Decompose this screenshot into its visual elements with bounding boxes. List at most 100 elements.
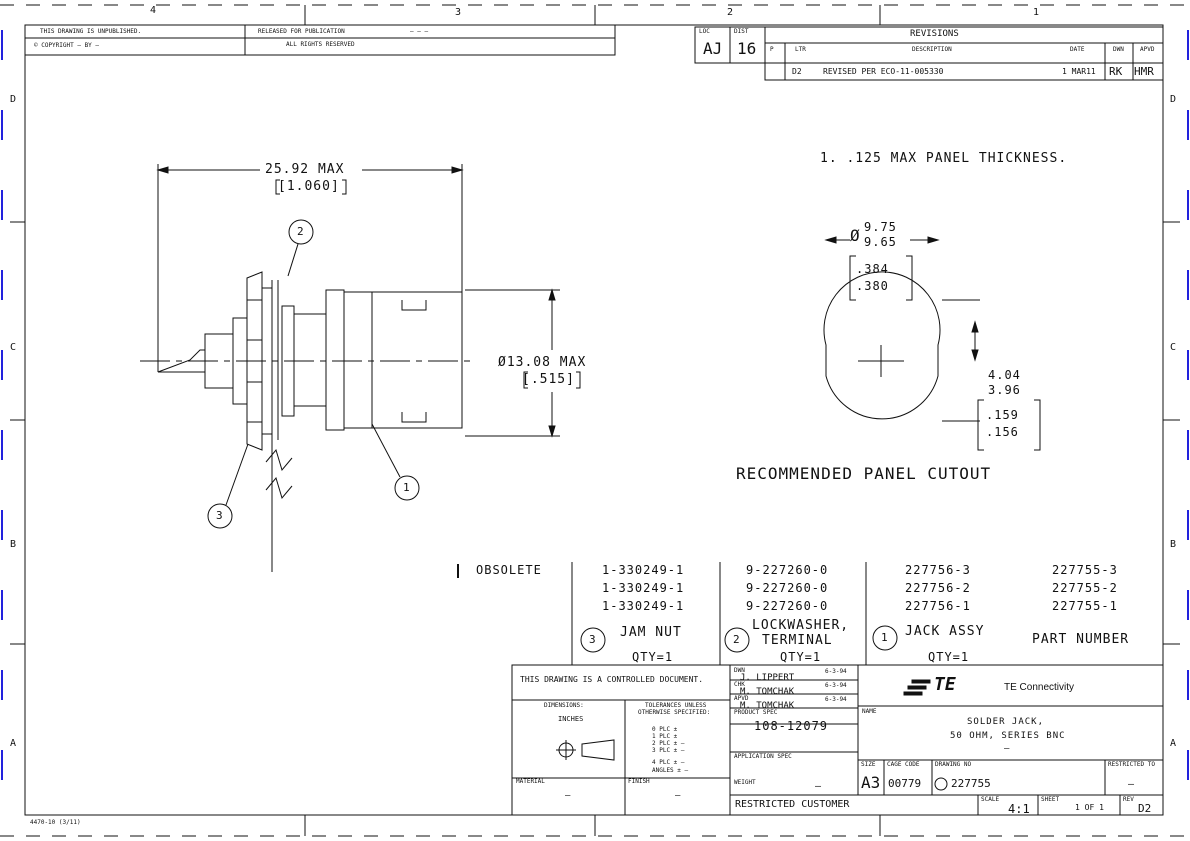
restricted-to-value: –: [1128, 779, 1135, 790]
name-line-3: –: [1004, 744, 1010, 754]
tol-row: 0 PLC ±: [652, 726, 678, 733]
bom-item2-qty: QTY=1: [780, 650, 822, 664]
flat-in-top: .159: [986, 408, 1019, 422]
material-value: –: [565, 791, 571, 801]
restricted-customer: RESTRICTED CUSTOMER: [735, 799, 850, 810]
dwn-label: DWN: [734, 667, 745, 674]
rev-label: REV: [1123, 796, 1134, 803]
name-line-1: SOLDER JACK,: [967, 717, 1045, 727]
zone-row-c-left: C: [10, 342, 17, 353]
product-spec-label: PRODUCT SPEC: [734, 709, 778, 716]
bom-item1-no: 1: [881, 631, 888, 644]
dist-label: DIST: [734, 28, 749, 35]
name-line-2: 50 OHM, SERIES BNC: [950, 731, 1066, 741]
unpublished-note: THIS DRAWING IS UNPUBLISHED.: [40, 28, 142, 35]
te-logo: TE: [934, 674, 956, 695]
dim-diameter-in: [.515]: [522, 372, 575, 387]
dist-value: 16: [737, 39, 757, 58]
dwn-date: 6-3-94: [825, 668, 847, 675]
rev-value: D2: [1138, 802, 1152, 815]
bom-obsolete: OBSOLETE: [476, 563, 542, 577]
bom-cell: 1-330249-1: [602, 599, 685, 613]
apvd-name: M. TOMCHAK: [740, 701, 795, 711]
flat-in-bot: .156: [986, 425, 1019, 439]
apvd-label: APVD: [734, 695, 749, 702]
tolerances-label-1: TOLERANCES UNLESS: [645, 702, 707, 709]
rev-row-date: 1 MAR11: [1062, 67, 1096, 76]
bom-item3-no: 3: [589, 633, 596, 646]
weight-value: –: [815, 781, 822, 792]
bom-cell: 9-227260-0: [746, 581, 829, 595]
zone-column-2: 2: [727, 7, 734, 18]
size-value: A3: [861, 773, 881, 792]
rev-row-dwn: RK: [1109, 65, 1123, 78]
dimensions-label: DIMENSIONS:: [544, 702, 584, 709]
tol-row: 2 PLC ± –: [652, 740, 685, 747]
company-name: TE Connectivity: [1004, 682, 1075, 693]
loc-label: LOC: [699, 28, 710, 35]
drawing-no-label: DRAWING NO: [935, 761, 972, 768]
rev-col-p: P: [770, 46, 774, 53]
bom-cell: 227755-2: [1052, 581, 1118, 595]
copyright-note: © COPYRIGHT – BY –: [34, 42, 100, 49]
scale-label: SCALE: [981, 796, 1000, 803]
flat-top: 4.04: [988, 368, 1021, 382]
tol-row: 3 PLC ± –: [652, 747, 685, 754]
side-marks: [1, 30, 1189, 780]
rev-col-desc: DESCRIPTION: [912, 46, 952, 53]
bom-cell: 1-330249-1: [602, 581, 685, 595]
loc-value: AJ: [703, 39, 723, 58]
material-label: MATERIAL: [516, 778, 545, 785]
zone-column-1: 1: [1033, 7, 1040, 18]
drawing-no-value: 227755: [951, 777, 991, 790]
tol-row: 4 PLC ± –: [652, 759, 685, 766]
bom-cell: 227756-2: [905, 581, 971, 595]
flat-bot: 3.96: [988, 383, 1021, 397]
finish-value: –: [675, 791, 681, 801]
released-note: RELEASED FOR PUBLICATION: [258, 28, 345, 35]
zone-row-d-left: D: [10, 94, 17, 105]
rev-row-ltr: D2: [792, 67, 802, 76]
bom-item3-qty: QTY=1: [632, 650, 674, 664]
zone-column-4: 4: [150, 5, 157, 16]
cutout-dia-bot: 9.65: [864, 235, 897, 249]
panel-thickness-note: 1. .125 MAX PANEL THICKNESS.: [820, 151, 1068, 166]
dim-diameter: Ø13.08 MAX: [498, 355, 587, 370]
panel-cutout-view: [823, 236, 1041, 451]
zone-row-d-right: D: [1170, 94, 1177, 105]
bom-item2-name1: LOCKWASHER,: [752, 618, 850, 633]
balloon-2: 2: [297, 225, 304, 238]
bom-cell: 9-227260-0: [746, 599, 829, 613]
dim-length-in: [1.060]: [278, 179, 340, 194]
bom-cell: 227756-3: [905, 563, 971, 577]
name-label: NAME: [862, 708, 877, 715]
rev-col-ltr: LTR: [795, 46, 806, 53]
rev-row-apvd: HMR: [1134, 65, 1154, 78]
bom-cell: 9-227260-0: [746, 563, 829, 577]
product-spec-value: 108-12079: [754, 719, 829, 733]
zone-row-a-left: A: [10, 738, 17, 749]
cutout-dia-in-bot: .380: [856, 279, 889, 293]
sheet-label: SHEET: [1041, 796, 1060, 803]
size-label: SIZE: [861, 761, 876, 768]
rev-row-desc: REVISED PER ECO-11-005330: [823, 67, 944, 76]
connector-side-view: [140, 271, 470, 572]
apvd-date: 6-3-94: [825, 696, 847, 703]
bom-item1-name: JACK ASSY: [905, 624, 985, 639]
bom-item3-name: JAM NUT: [620, 625, 682, 640]
released-value: – – –: [410, 28, 429, 35]
zone-row-c-right: C: [1170, 342, 1177, 353]
bom-part-number-header: PART NUMBER: [1032, 632, 1130, 647]
bom-cell: 1-330249-1: [602, 563, 685, 577]
cutout-title: RECOMMENDED PANEL CUTOUT: [736, 464, 992, 483]
rev-col-apvd: APVD: [1140, 46, 1155, 53]
bom-item1-qty: QTY=1: [928, 650, 970, 664]
restricted-to-label: RESTRICTED TO: [1108, 761, 1155, 768]
dim-length: 25.92 MAX: [265, 162, 345, 177]
application-spec-label: APPLICATION SPEC: [734, 753, 792, 760]
bom-item2-name2: TERMINAL: [762, 633, 833, 648]
bom-cell: 227755-3: [1052, 563, 1118, 577]
zone-row-a-right: A: [1170, 738, 1177, 749]
